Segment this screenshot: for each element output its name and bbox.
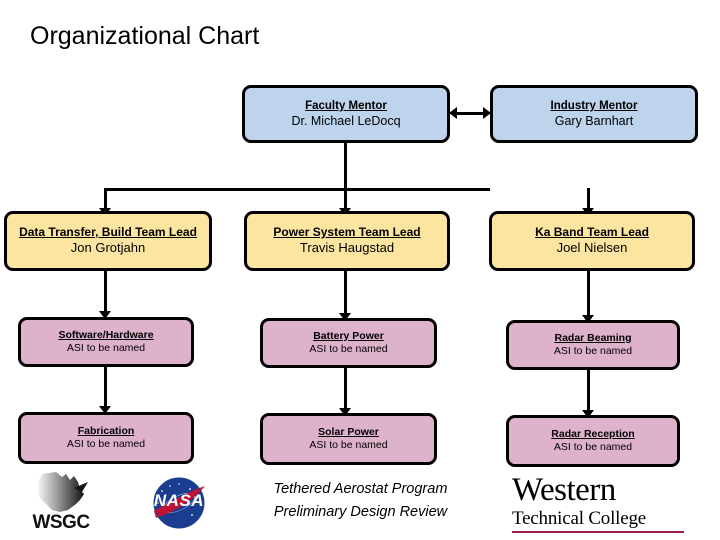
- node-person-label: ASI to be named: [309, 438, 388, 451]
- node-role-label: Data Transfer, Build Team Lead: [19, 225, 197, 240]
- node-role-label: Solar Power: [318, 425, 379, 438]
- node-person-label: Dr. Michael LeDocq: [291, 114, 401, 129]
- edge-lead1-to-software: [104, 271, 107, 313]
- edge-arrowhead-reception: [582, 410, 594, 418]
- node-fabrication[interactable]: Fabrication ASI to be named: [18, 412, 194, 464]
- node-role-label: Radar Beaming: [554, 331, 632, 344]
- node-battery-power[interactable]: Battery Power ASI to be named: [260, 318, 437, 368]
- edge-distribution-bar: [104, 188, 490, 191]
- node-role-label: Software/Hardware: [58, 328, 154, 341]
- node-person-label: ASI to be named: [66, 341, 146, 354]
- node-person-label: ASI to be named: [309, 342, 388, 355]
- footer-caption-line-1: Tethered Aerostat Program: [273, 481, 448, 497]
- node-industry-mentor[interactable]: Industry Mentor Gary Barnhart: [490, 85, 698, 143]
- node-role-label: Ka Band Team Lead: [535, 225, 649, 240]
- node-person-label: Joel Nielsen: [556, 240, 628, 256]
- node-role-label: Industry Mentor: [550, 99, 638, 112]
- western-technical-college-logo: Western Technical College: [512, 472, 708, 533]
- node-role-label: Faculty Mentor: [305, 99, 387, 112]
- edge-lead2-to-battery: [344, 271, 347, 315]
- edge-faculty-industry: [455, 112, 487, 115]
- edge-arrowhead-left: [449, 107, 457, 119]
- wtc-logo-line-1: Western: [512, 472, 616, 508]
- wtc-logo-line-2: Technical College: [512, 508, 647, 529]
- edge-arrowhead-software: [99, 311, 111, 319]
- node-role-label: Radar Reception: [551, 427, 635, 440]
- footer-caption-line-2: Preliminary Design Review: [273, 504, 448, 521]
- node-person-label: Gary Barnhart: [554, 114, 634, 129]
- node-role-label: Battery Power: [313, 329, 384, 342]
- edge-stem-faculty: [344, 143, 347, 190]
- node-person-label: ASI to be named: [553, 344, 633, 357]
- wsgc-logo: WSGC: [22, 470, 100, 534]
- nasa-logo: NASA: [148, 477, 210, 529]
- edge-battery-to-solar: [344, 368, 347, 410]
- edge-drop-col2: [344, 188, 347, 210]
- edge-software-to-fabrication: [104, 367, 107, 408]
- node-faculty-mentor[interactable]: Faculty Mentor Dr. Michael LeDocq: [242, 85, 450, 143]
- node-person-label: Jon Grotjahn: [70, 240, 146, 256]
- node-radar-beaming[interactable]: Radar Beaming ASI to be named: [506, 320, 680, 370]
- node-role-label: Fabrication: [77, 424, 135, 437]
- node-role-label: Power System Team Lead: [273, 225, 421, 240]
- edge-drop-col1: [104, 188, 107, 210]
- node-software-hardware[interactable]: Software/Hardware ASI to be named: [18, 317, 194, 367]
- wtc-logo-rule: [512, 530, 684, 533]
- edge-arrowhead-solar: [339, 408, 351, 416]
- edge-arrowhead-fabrication: [99, 406, 111, 414]
- edge-lead3-to-radar-beaming: [587, 271, 590, 317]
- wisconsin-state-shape-icon: [36, 472, 88, 512]
- node-person-label: Travis Haugstad: [299, 240, 395, 256]
- edge-arrowhead-right: [483, 107, 491, 119]
- edge-drop-col3: [587, 188, 590, 210]
- footer-caption: Tethered Aerostat Program Preliminary De…: [233, 478, 488, 524]
- node-person-label: ASI to be named: [66, 437, 146, 450]
- node-data-transfer-build-team-lead[interactable]: Data Transfer, Build Team Lead Jon Grotj…: [4, 211, 212, 271]
- edge-arrowhead-battery: [339, 313, 351, 321]
- node-person-label: ASI to be named: [553, 440, 633, 453]
- wsgc-logo-text: WSGC: [32, 512, 90, 533]
- edge-arrowhead-radar-beaming: [582, 315, 594, 323]
- nasa-meatball-icon: [153, 477, 205, 529]
- node-solar-power[interactable]: Solar Power ASI to be named: [260, 413, 437, 465]
- node-ka-band-team-lead[interactable]: Ka Band Team Lead Joel Nielsen: [489, 211, 695, 271]
- nasa-logo-text: NASA: [153, 491, 205, 510]
- node-power-system-team-lead[interactable]: Power System Team Lead Travis Haugstad: [244, 211, 450, 271]
- node-radar-reception[interactable]: Radar Reception ASI to be named: [506, 415, 680, 467]
- page-title: Organizational Chart: [30, 22, 260, 50]
- edge-beaming-to-reception: [587, 370, 590, 412]
